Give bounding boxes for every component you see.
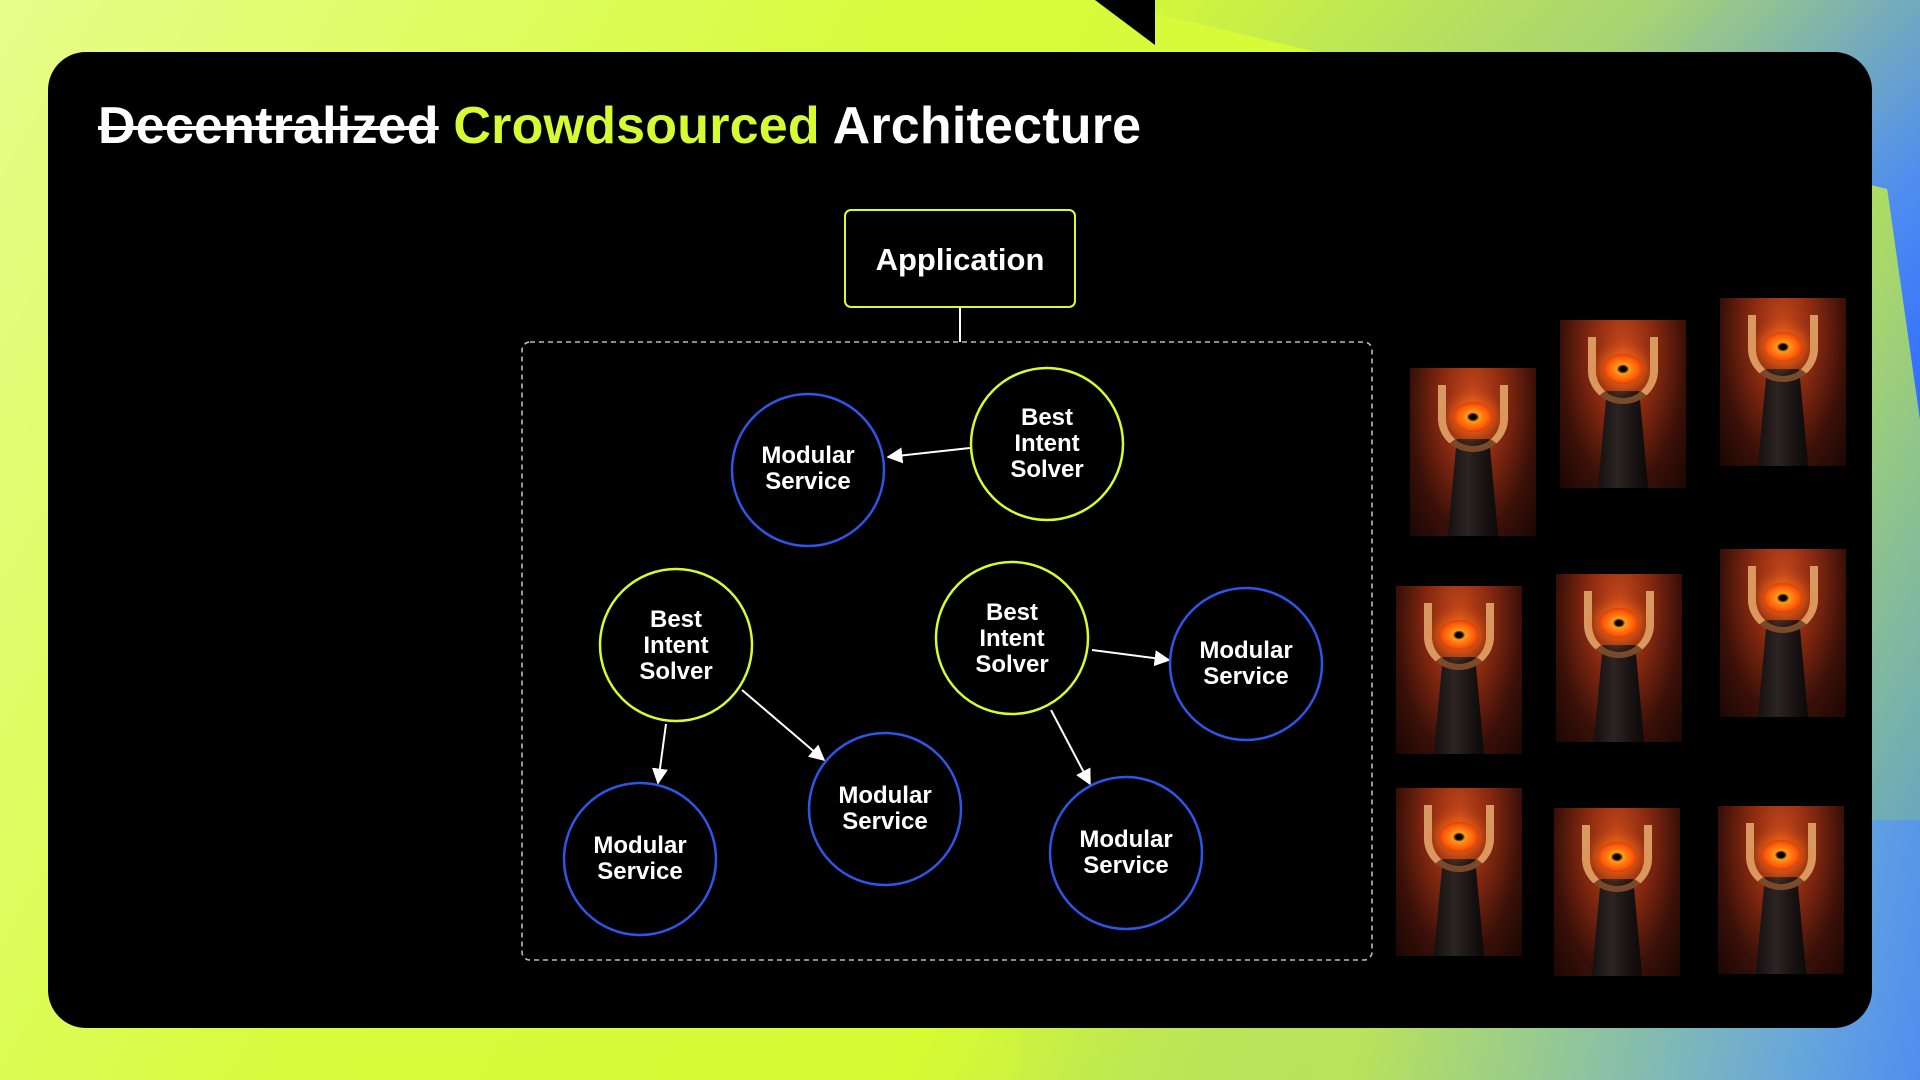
slide-panel: Decentralized Crowdsourced Architecture … (48, 52, 1872, 1028)
architecture-diagram: Application Modular Service Best Intent … (521, 209, 1373, 961)
service-label-line2: Service (1203, 663, 1288, 690)
solver-label-line2: Intent (643, 632, 708, 659)
best-intent-solver-node (934, 560, 1090, 716)
service-label-line2: Service (765, 468, 850, 495)
eye-of-sauron-image (1720, 549, 1846, 717)
crowdsourced-container (521, 341, 1373, 961)
eye-of-sauron-image (1396, 586, 1522, 754)
best-intent-solver-node (969, 366, 1125, 522)
solver-label-line3: Solver (1010, 456, 1083, 483)
title-accent-word: Crowdsourced (453, 97, 820, 155)
service-label-line1: Modular (761, 442, 854, 469)
eye-of-sauron-image (1718, 806, 1844, 974)
solver-label-line3: Solver (639, 658, 712, 685)
title-rest-word: Architecture (832, 97, 1142, 155)
modular-service-node (730, 392, 886, 548)
eye-of-sauron-image (1396, 788, 1522, 956)
eye-of-sauron-image (1410, 368, 1536, 536)
application-label: Application (876, 242, 1045, 277)
service-label-line1: Modular (1079, 826, 1172, 853)
eye-of-sauron-image (1720, 298, 1846, 466)
best-intent-solver-node (598, 567, 754, 723)
modular-service-node (1048, 775, 1204, 931)
modular-service-node (562, 781, 718, 937)
solver-label-line1: Best (986, 599, 1038, 626)
arrow-solver2-to-service3 (741, 689, 826, 762)
service-label-line1: Modular (593, 832, 686, 859)
service-label-line2: Service (597, 858, 682, 885)
solver-label-line3: Solver (975, 651, 1048, 678)
solver-label-line2: Intent (979, 625, 1044, 652)
eye-of-sauron-image (1560, 320, 1686, 488)
title-struck-word: Decentralized (98, 97, 439, 155)
arrow-solver3-to-service5 (1050, 709, 1091, 786)
solver-label-line2: Intent (1014, 430, 1079, 457)
service-label-line1: Modular (1199, 637, 1292, 664)
solver-label-line1: Best (650, 606, 702, 633)
solver-label-line1: Best (1021, 404, 1073, 431)
service-label-line2: Service (1083, 852, 1168, 879)
arrow-solver1-to-service1 (886, 447, 971, 464)
service-label-line2: Service (842, 808, 927, 835)
arrow-solver2-to-service2 (652, 723, 668, 785)
eye-of-sauron-image (1554, 808, 1680, 976)
modular-service-node (1168, 586, 1324, 742)
arrow-solver3-to-service4 (1091, 649, 1171, 667)
eye-of-sauron-image (1556, 574, 1682, 742)
slide-title: Decentralized Crowdsourced Architecture (98, 96, 1141, 156)
background-black-notch (1095, 0, 1155, 45)
service-label-line1: Modular (838, 782, 931, 809)
modular-service-node (807, 731, 963, 887)
